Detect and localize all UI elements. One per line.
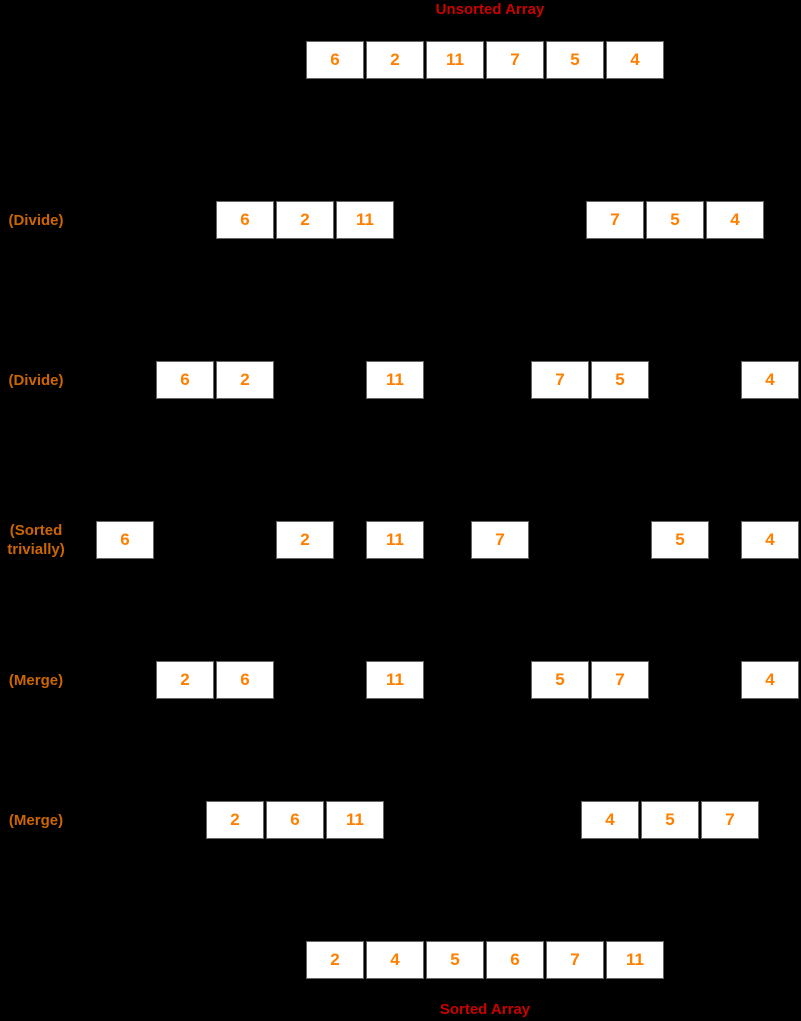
step-label-divide-1: (Divide)	[8, 212, 64, 229]
array-cell: 6	[266, 801, 324, 839]
array-cell: 5	[426, 941, 484, 979]
array-cell: 4	[606, 41, 664, 79]
array-cell: 7	[701, 801, 759, 839]
array-cell: 2	[216, 361, 274, 399]
sorted-array-title: Sorted Array	[439, 1001, 531, 1018]
step-label-merge-2: (Merge)	[8, 812, 64, 829]
array-cell: 2	[366, 41, 424, 79]
array-cell: 5	[591, 361, 649, 399]
array-cell: 11	[366, 521, 424, 559]
step-label-divide-2: (Divide)	[8, 372, 64, 389]
array-cell: 7	[486, 41, 544, 79]
unsorted-array-title: Unsorted Array	[435, 1, 545, 18]
array-cell: 7	[471, 521, 529, 559]
array-cell: 5	[531, 661, 589, 699]
array-cell: 2	[156, 661, 214, 699]
step-label-merge-1: (Merge)	[8, 672, 64, 689]
array-cell: 7	[591, 661, 649, 699]
array-cell: 11	[366, 661, 424, 699]
array-cell: 11	[366, 361, 424, 399]
array-cell: 2	[306, 941, 364, 979]
array-cell: 2	[276, 201, 334, 239]
array-cell: 11	[326, 801, 384, 839]
array-cell: 7	[586, 201, 644, 239]
array-cell: 11	[336, 201, 394, 239]
array-cell: 2	[206, 801, 264, 839]
array-cell: 11	[426, 41, 484, 79]
array-cell: 11	[606, 941, 664, 979]
step-label-sorted-trivially: (Sorted trivially)	[7, 522, 65, 558]
array-cell: 4	[741, 361, 799, 399]
array-cell: 2	[276, 521, 334, 559]
array-cell: 6	[216, 661, 274, 699]
array-cell: 4	[741, 661, 799, 699]
array-cell: 6	[216, 201, 274, 239]
array-cell: 6	[486, 941, 544, 979]
array-cell: 5	[646, 201, 704, 239]
array-cell: 5	[651, 521, 709, 559]
array-cell: 4	[581, 801, 639, 839]
array-cell: 6	[156, 361, 214, 399]
array-cell: 6	[306, 41, 364, 79]
array-cell: 5	[641, 801, 699, 839]
array-cell: 5	[546, 41, 604, 79]
array-cell: 6	[96, 521, 154, 559]
array-cell: 7	[546, 941, 604, 979]
array-cell: 4	[706, 201, 764, 239]
array-cell: 7	[531, 361, 589, 399]
array-cell: 4	[741, 521, 799, 559]
array-cell: 4	[366, 941, 424, 979]
